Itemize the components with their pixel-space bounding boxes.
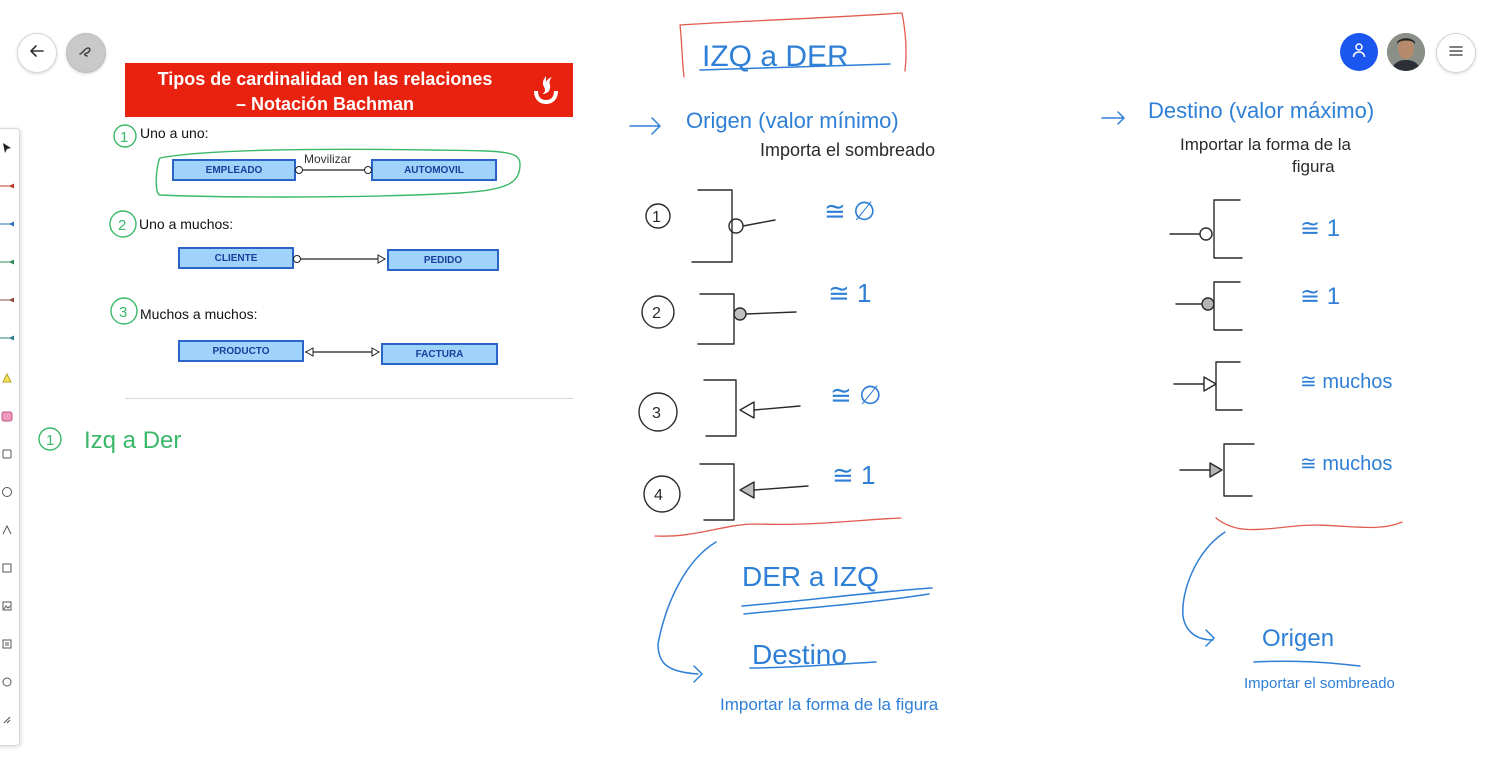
pen-teal-tool[interactable] [0,327,17,349]
left-izq-a-der: Izq a Der [84,427,181,454]
entity-producto: PRODUCTO [178,340,304,362]
back-arrow-icon [29,43,45,64]
r3-result: ≅ ∅ [830,380,882,410]
text-tool[interactable] [0,557,17,579]
pen-blue-tool[interactable] [0,213,17,235]
entity-empleado: EMPLEADO [172,159,296,181]
cursor-icon [3,143,11,153]
slide-connectors [293,166,387,357]
red-ink [654,12,1403,537]
d3-result: ≅ muchos [1300,371,1392,393]
more-tools[interactable] [0,709,17,731]
destino-header: Destino (valor máximo) [1148,98,1374,123]
case-number-4: 4 [654,487,663,504]
eraser-icon [2,449,12,459]
pen-icon [0,259,14,265]
upc-logo-icon [529,73,563,114]
pen-icon [0,183,14,189]
section-many-to-many: Muchos a muchos: [140,306,258,322]
svg-text:1: 1 [46,432,54,449]
participant-avatar[interactable] [1387,33,1425,71]
d1-result: ≅ 1 [1300,215,1340,242]
movilizar-note: Movilizar [304,152,351,166]
section-one-to-many: Uno a muchos: [139,216,234,232]
origen-header: Origen (valor mínimo) [686,108,899,133]
highlighter-pink-tool[interactable] [0,405,17,427]
back-button[interactable] [17,33,57,73]
case-number-1: 1 [652,209,661,226]
pen-tool-button[interactable] [66,33,106,73]
user-button[interactable] [1340,33,1378,71]
origen-bottom-sub: Importar el sombreado [1244,675,1395,692]
slide-title-banner: Tipos de cardinalidad en las relaciones … [125,63,573,117]
image-icon [2,601,12,611]
r2-result: ≅ 1 [828,278,871,308]
entity-factura: FACTURA [381,343,498,365]
pen-icon [0,297,14,303]
pen-icon [77,42,95,65]
pen-icon [0,335,14,341]
pen-green-tool[interactable] [0,251,17,273]
menu-button[interactable] [1436,33,1476,73]
dark-ink [638,189,1255,521]
highlighter-yellow-tool[interactable] [0,367,17,389]
note-icon [2,639,12,649]
shape-tool[interactable] [0,481,17,503]
destino-subtitle-2: figura [1292,157,1335,176]
d4-result: ≅ muchos [1300,453,1392,475]
marker-one: 1 [120,129,128,146]
izq-a-der-title: IZQ a DER [702,40,849,73]
entity-pedido: PEDIDO [387,249,499,271]
case-number-2: 2 [652,305,661,322]
select-tool[interactable] [0,137,17,159]
highlighter-icon [1,411,13,422]
drawing-toolbar [0,128,20,746]
green-ink [38,124,521,451]
caret-icon [2,524,12,535]
destino-bottom-sub: Importar la forma de la figura [720,695,939,714]
entity-cliente: CLIENTE [178,247,294,269]
pen-brown-tool[interactable] [0,289,17,311]
section-one-to-one: Uno a uno: [140,125,209,141]
d2-result: ≅ 1 [1300,283,1340,310]
square-icon [2,563,12,573]
r4-result: ≅ 1 [832,460,875,490]
r1-result: ≅ ∅ [824,196,876,226]
origen-bottom: Origen [1262,625,1334,652]
destino-bottom: Destino [752,639,847,670]
highlighter-icon [2,372,12,383]
lasso-icon [2,677,12,687]
hamburger-menu-icon [1449,44,1463,62]
line-tool[interactable] [0,519,17,541]
marker-three: 3 [119,304,127,321]
slide-title-line2: – Notación Bachman [235,94,415,114]
more-icon [3,716,11,724]
user-icon [1351,42,1367,63]
note-tool[interactable] [0,633,17,655]
der-a-izq-title: DER a IZQ [742,561,879,592]
lasso-tool[interactable] [0,671,17,693]
slide-divider [125,398,573,399]
pen-red-tool[interactable] [0,175,17,197]
circle-icon [2,487,12,497]
pen-icon [0,221,14,227]
origen-subtitle: Importa el sombreado [760,140,935,160]
eraser-tool[interactable] [0,443,17,465]
lecture-slide: Tipos de cardinalidad en las relaciones … [125,63,573,403]
case-number-3: 3 [652,405,661,422]
slide-title-line1: Tipos de cardinalidad en las relaciones [157,69,493,89]
marker-two: 2 [118,217,126,234]
image-tool[interactable] [0,595,17,617]
destino-subtitle-1: Importar la forma de la [1180,135,1352,154]
